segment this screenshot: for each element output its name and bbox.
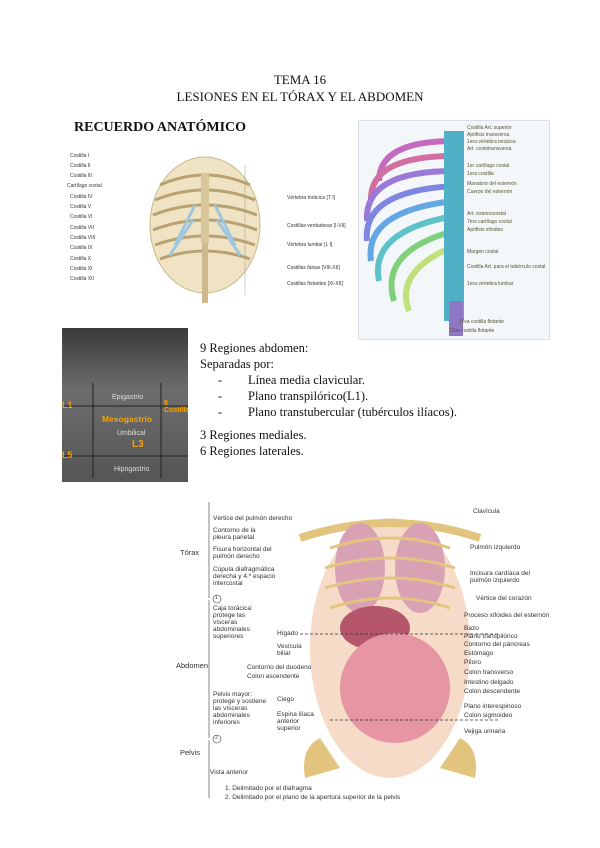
abdominal-viscera-figure: 1 2 Vértice del pulmón derecho Contorno … xyxy=(208,502,550,801)
page-title: LESIONES EN EL TÓRAX Y EL ABDOMEN xyxy=(176,89,424,104)
footnote: 1. Delimitado por el diafragma xyxy=(225,785,312,792)
side-label-abdomen: Abdomen xyxy=(176,661,209,670)
view-label: Vista anterior xyxy=(210,769,249,776)
side-label-pelvis: Pelvis xyxy=(180,748,201,757)
bullet-item: -Línea media clavicular. xyxy=(218,373,365,387)
colored-ribcage-figure: Costilla Art. superior Apófisis transver… xyxy=(358,120,550,340)
abdomen-regions-photo: Epigastrio Mesogastrio Umbilical Hipogas… xyxy=(62,328,188,482)
side-label-thorax: Tórax xyxy=(180,548,200,557)
bullet-item: -Plano transpilórico(L1). xyxy=(218,389,369,403)
separated-by: Separadas por: xyxy=(200,357,274,371)
medial-regions: 3 Regiones mediales. xyxy=(200,428,307,442)
topic-number: TEMA 16 xyxy=(273,72,327,87)
lateral-regions: 6 Regiones laterales. xyxy=(200,444,304,458)
ribcage-figure: Costilla I Costilla II Costilla III Cart… xyxy=(65,145,350,305)
section-title: RECUERDO ANATÓMICO xyxy=(74,120,247,135)
footnote: 2. Delimitado por el plano de la apertur… xyxy=(225,794,401,801)
regions-heading: 9 Regiones abdomen: xyxy=(200,341,309,355)
bullet-item: -Plano transtubercular (tubérculos ilíac… xyxy=(218,405,457,419)
